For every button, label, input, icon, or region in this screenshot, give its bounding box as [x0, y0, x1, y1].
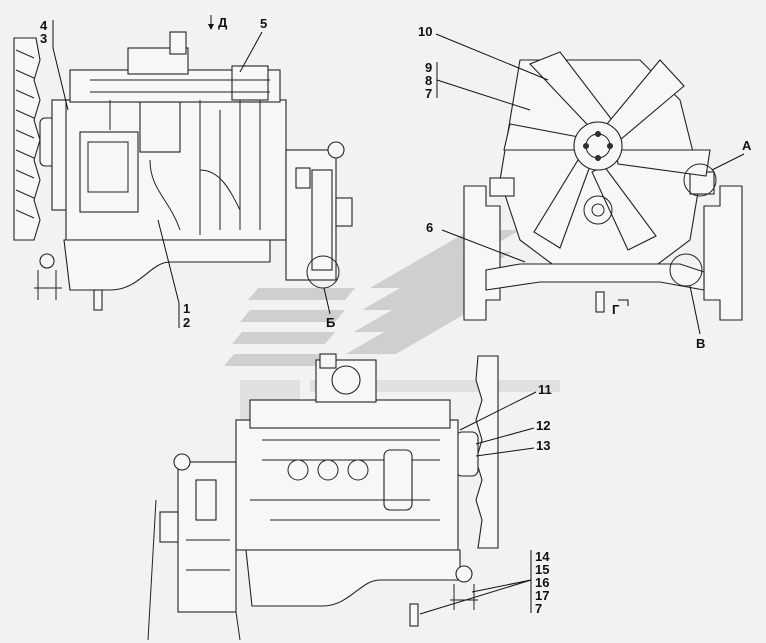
label-15: 15 [535, 562, 549, 577]
label-7: 7 [425, 86, 432, 101]
label-B-cyrillic: Б [326, 315, 335, 330]
label-11: 11 [538, 382, 552, 397]
label-13: 13 [536, 438, 550, 453]
view-arrow-icon [208, 24, 214, 30]
label-A: А [742, 138, 752, 153]
engine-side-view-left [13, 31, 353, 311]
label-9: 9 [425, 60, 432, 75]
label-V: В [696, 336, 705, 351]
label-D: Д [218, 15, 228, 30]
label-16: 16 [535, 575, 549, 590]
label-8: 8 [425, 73, 432, 88]
label-14: 14 [535, 549, 550, 564]
label-1: 1 [183, 301, 190, 316]
fan-icon-front [503, 51, 711, 251]
label-17: 17 [535, 588, 549, 603]
fan-icon-bottom [455, 355, 499, 549]
label-10: 10 [418, 24, 432, 39]
label-6: 6 [426, 220, 433, 235]
label-7-bottom: 7 [535, 601, 542, 616]
engine-front-view [463, 51, 743, 321]
label-2: 2 [183, 315, 190, 330]
label-5: 5 [260, 16, 267, 31]
fan-icon [13, 37, 41, 241]
engine-side-view-bottom [147, 353, 499, 641]
label-G: Г [612, 302, 620, 317]
label-4: 4 [40, 18, 48, 33]
label-3: 3 [40, 31, 47, 46]
label-12: 12 [536, 418, 550, 433]
